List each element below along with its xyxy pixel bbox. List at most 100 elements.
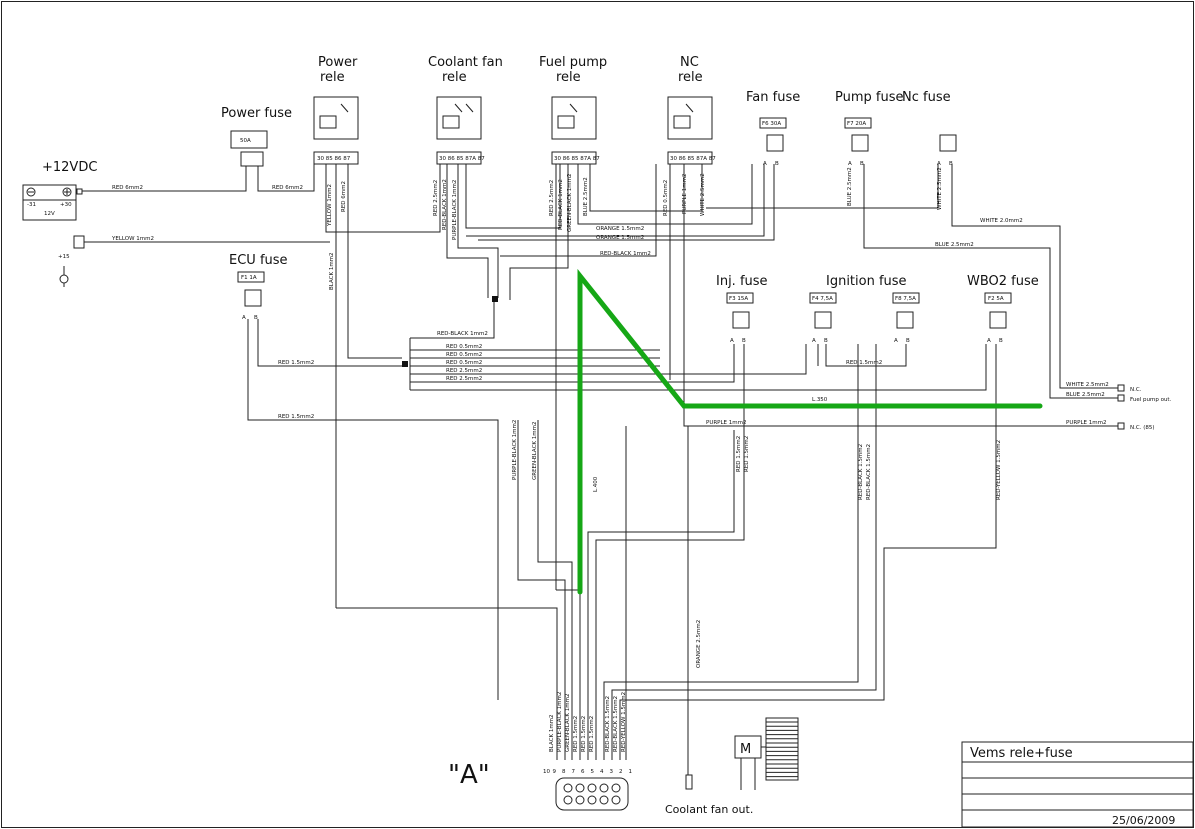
connector-pin xyxy=(611,783,621,793)
relay-coolant-fan-title-2: rele xyxy=(442,70,467,85)
relay-power-pins: 30 85 86 87 xyxy=(317,156,351,162)
motor-label: M xyxy=(740,742,751,757)
connector-pin xyxy=(599,795,609,805)
ecu-fuse-pin-a: A xyxy=(242,315,246,321)
inj-fuse-rating: F3 15A xyxy=(729,296,748,302)
wire-red-25-1: RED 2.5mm2 xyxy=(446,368,482,374)
relay-coolant-fan: Coolant fan rele 30 86 85 87A 87 xyxy=(428,55,503,165)
connector-pin xyxy=(563,795,573,805)
power-fuse-rating: 50A xyxy=(240,138,251,144)
ignition-key-label: +15 xyxy=(58,254,70,260)
relay-nc-title-1: NC xyxy=(680,55,699,70)
wire-white-2: WHITE 2.0mm2 xyxy=(980,218,1023,224)
pump-fuse-pin-b: B xyxy=(860,161,864,167)
ignition-fuse-title: Ignition fuse xyxy=(826,274,907,289)
relay-nc-pins: 30 86 85 87A 87 xyxy=(670,156,716,162)
wire-red-black-1-h2: RED-BLACK 1mm2 xyxy=(437,331,488,337)
coolant-fan-motor: M Coolant fan out. xyxy=(665,717,799,816)
nc-fuse-pin-a: A xyxy=(937,161,941,167)
wire-blue-25-out: BLUE 2.5mm2 xyxy=(1066,392,1105,398)
wire-red-15-b: RED 1.5mm2 xyxy=(278,414,314,420)
connector-pin xyxy=(575,795,585,805)
pin-wire-10: BLACK 1mm2 xyxy=(549,714,555,752)
wire-orange-25-v: ORANGE 2.5mm2 xyxy=(696,620,702,668)
wire-blue-25-h: BLUE 2.5mm2 xyxy=(935,242,974,248)
pin-wire-2: RED-BLACK 1.5mm2 xyxy=(613,696,619,752)
wire-red-6v: RED 6mm2 xyxy=(341,181,347,212)
fan-fuse-pin-b: B xyxy=(775,161,779,167)
title-block-date: 25/06/2009 xyxy=(1112,814,1175,827)
pin-wire-3: RED-BLACK 1.5mm2 xyxy=(605,696,611,752)
wire-labels: YELLOW 1mm2 RED 6mm2 BLACK 1mm2 RED 2.5m… xyxy=(278,167,1109,668)
wire-yellow-1v: YELLOW 1mm2 xyxy=(327,184,333,227)
wire-red-black-1-h: RED-BLACK 1mm2 xyxy=(600,251,651,257)
wire-purple-black-1: PURPLE-BLACK 1mm2 xyxy=(452,180,458,240)
wire-red-black-1-b: RED-BLACK 1mm2 xyxy=(558,179,564,230)
ignition-key: +15 xyxy=(58,235,330,287)
ignition-fuse: Ignition fuse F4 7,5A A B F8 7,5A A B xyxy=(809,274,920,344)
relay-nc: NC rele 30 86 85 87A 87 xyxy=(667,55,716,165)
ignition-fuse-a-pin-b: B xyxy=(824,338,828,344)
pin-wire-7: RED 1.5mm2 xyxy=(573,716,579,752)
pin-wire-9: PURPLE-BLACK 1mm2 xyxy=(557,692,563,752)
ignition-fuse-rating-a: F4 7,5A xyxy=(812,296,833,302)
junction-coolant xyxy=(492,296,498,302)
fan-fuse-pin-a: A xyxy=(763,161,767,167)
relay-power-title-2: rele xyxy=(320,70,345,85)
power-fuse-title: Power fuse xyxy=(221,106,292,121)
wire-red-yellow-15-v: RED-YELLOW 1.5mm2 xyxy=(996,440,1002,500)
relay-power: Power rele 30 85 86 87 xyxy=(313,55,359,165)
connector-pin xyxy=(587,783,597,793)
battery-neg-label: -31 xyxy=(27,202,36,208)
wire-white-25-v2: WHITE 2.5mm2 xyxy=(937,167,943,210)
fan-fuse-rating: F6 30A xyxy=(762,121,781,127)
output-nc: N.C. xyxy=(1130,387,1142,393)
wbo2-fuse-pin-b: B xyxy=(999,338,1003,344)
connector-pin-number: 9 xyxy=(553,769,557,775)
fan-fuse: Fan fuse F6 30A A B xyxy=(746,90,800,167)
pin-wire-1: RED-YELLOW 1.5mm2 xyxy=(621,692,627,752)
wire-red-25-b: RED 2.5mm2 xyxy=(549,180,555,216)
connector-pin xyxy=(599,783,609,793)
fan-blades xyxy=(766,721,798,778)
wire-red-15-v2: RED 1.5mm2 xyxy=(744,436,750,472)
ecu-fuse-title: ECU fuse xyxy=(229,253,288,268)
inj-fuse-pin-b: B xyxy=(742,338,746,344)
wire-red-black-1-a: RED-BLACK 1mm2 xyxy=(442,179,448,230)
wire-orange-15b: ORANGE 1.5mm2 xyxy=(596,235,644,241)
connector-pin-number: 4 xyxy=(600,769,604,775)
wire-white-25-out: WHITE 2.5mm2 xyxy=(1066,382,1109,388)
ignition-fuse-a-pin-a: A xyxy=(812,338,816,344)
relay-power-title-1: Power xyxy=(318,55,358,70)
relay-fuel-pump: Fuel pump rele 30 86 85 87A 87 xyxy=(539,55,607,165)
relay-nc-title-2: rele xyxy=(678,70,703,85)
connector-pin xyxy=(563,783,573,793)
power-fuse: Power fuse 50A xyxy=(221,106,292,167)
connector-label: "A" xyxy=(448,760,490,790)
title-block: Vems rele+fuse 25/06/2009 xyxy=(961,741,1194,828)
wire-purple-1v: PURPLE 1mm2 xyxy=(682,174,688,214)
ecu-fuse-rating: F1 1A xyxy=(241,275,257,281)
connector-a: "A" BLACK 1mm2 PURPLE-BLACK 1mm2 GREEN-B… xyxy=(448,692,632,811)
wire-red-05-3: RED 0.5mm2 xyxy=(446,360,482,366)
wire-blue-25-a: BLUE 2.5mm2 xyxy=(583,177,589,216)
wire-black-1v: BLACK 1mm2 xyxy=(329,252,335,290)
wire-red-25-2: RED 2.5mm2 xyxy=(446,376,482,382)
green-dimension-lines: L.350 L.400 xyxy=(577,268,1043,595)
wbo2-fuse: WBO2 fuse F2 5A A B xyxy=(967,274,1039,344)
output-fuel-pump: Fuel pump out. xyxy=(1130,397,1172,403)
wire-green-black-1-v: GREEN-BLACK 1mm2 xyxy=(532,422,538,480)
connector-pin xyxy=(611,795,621,805)
wire-red-6: RED 6mm2 xyxy=(112,185,143,191)
title-block-title: Vems rele+fuse xyxy=(970,746,1073,761)
connector-pin xyxy=(587,795,597,805)
connector-pin-number: 3 xyxy=(610,769,614,775)
inj-fuse-title: Inj. fuse xyxy=(716,274,768,289)
wire-red-15-v1: RED 1.5mm2 xyxy=(736,436,742,472)
inj-fuse: Inj. fuse F3 15A A B xyxy=(716,274,768,344)
pump-fuse-title: Pump fuse xyxy=(835,90,904,105)
wire-red-05: RED 0.5mm2 xyxy=(663,180,669,216)
connector-pin-number: 10 xyxy=(543,769,550,775)
